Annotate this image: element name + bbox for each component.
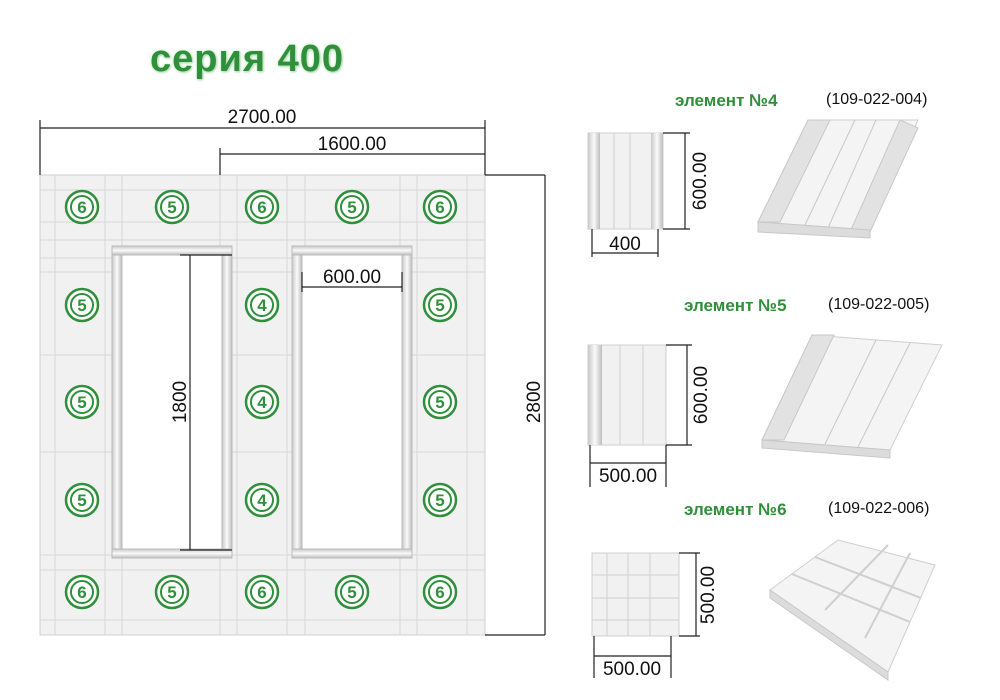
element-marker-label: 4 — [257, 491, 267, 510]
element-marker: 5 — [422, 482, 458, 518]
dim-opening-height — [180, 254, 232, 551]
opening-left — [111, 245, 233, 559]
element-4-width: 400 — [609, 234, 641, 255]
element-marker: 5 — [64, 384, 100, 420]
dim-inner-width-label: 1600.00 — [318, 134, 387, 155]
dim-opening-width — [301, 272, 403, 292]
element-marker-label: 5 — [347, 198, 356, 217]
element-6-plan — [591, 552, 680, 637]
element-5-width: 500.00 — [599, 466, 657, 487]
element-marker-label: 6 — [77, 198, 86, 217]
element-marker-label: 6 — [257, 583, 266, 602]
element-5-code: (109-022-005) — [828, 296, 930, 313]
dim-total-height-label: 2800 — [524, 381, 545, 423]
element-marker-label: 5 — [435, 393, 444, 412]
element-marker: 4 — [244, 384, 280, 420]
plan-markers: 6 5 6 5 6 5 4 5 5 4 5 5 4 5 6 5 6 5 6 — [64, 189, 458, 610]
dim-inner-width — [219, 148, 485, 175]
element-marker: 5 — [64, 482, 100, 518]
element-marker-label: 5 — [347, 583, 356, 602]
element-marker-label: 4 — [257, 393, 267, 412]
element-marker: 5 — [154, 574, 190, 610]
dim-opening-width-label: 600.00 — [323, 267, 381, 288]
element-marker-label: 5 — [77, 393, 86, 412]
element-marker: 5 — [64, 287, 100, 323]
element-marker: 6 — [422, 574, 458, 610]
element-6-height: 500.00 — [698, 566, 719, 624]
element-marker-label: 5 — [77, 296, 86, 315]
dim-opening-height-label: 1800 — [170, 381, 191, 423]
element-marker: 5 — [334, 189, 370, 225]
element-marker: 6 — [244, 189, 280, 225]
element-marker-label: 5 — [77, 491, 86, 510]
element-marker: 5 — [422, 287, 458, 323]
element-5-title: элемент №5 — [684, 296, 787, 315]
element-marker-label: 5 — [167, 198, 176, 217]
element-marker-label: 6 — [77, 583, 86, 602]
element-marker: 6 — [244, 574, 280, 610]
element-marker-label: 5 — [167, 583, 176, 602]
element-marker: 6 — [64, 189, 100, 225]
element-6-dims — [593, 552, 700, 678]
opening-right — [291, 245, 413, 559]
element-4-3d — [757, 119, 919, 239]
element-4-height: 600.00 — [690, 152, 711, 210]
element-4-code: (109-022-004) — [826, 91, 928, 108]
dim-total-width — [39, 120, 486, 175]
element-marker-label: 6 — [435, 198, 444, 217]
element-marker: 5 — [154, 189, 190, 225]
element-5-dims — [589, 344, 692, 487]
element-marker-label: 5 — [435, 296, 444, 315]
element-5-height: 600.00 — [691, 366, 712, 424]
element-marker: 4 — [244, 287, 280, 323]
element-6-width: 500.00 — [603, 659, 661, 680]
element-6-3d — [769, 539, 936, 681]
element-4-dims — [591, 132, 690, 257]
element-marker: 4 — [244, 482, 280, 518]
element-6-title: элемент №6 — [684, 500, 787, 519]
element-marker-label: 4 — [257, 296, 267, 315]
page-title: серия 400 — [150, 38, 344, 80]
element-marker: 6 — [422, 189, 458, 225]
dim-total-width-label: 2700.00 — [228, 107, 297, 128]
element-4-title: элемент №4 — [675, 91, 778, 110]
element-marker: 5 — [334, 574, 370, 610]
element-marker: 5 — [422, 384, 458, 420]
element-marker-label: 6 — [435, 583, 444, 602]
element-marker-label: 6 — [257, 198, 266, 217]
element-5-3d — [761, 334, 943, 459]
element-marker-label: 5 — [435, 491, 444, 510]
dim-total-height — [485, 174, 546, 636]
element-5-plan — [587, 344, 667, 446]
element-marker: 6 — [64, 574, 100, 610]
element-6-code: (109-022-006) — [828, 500, 930, 517]
element-4-plan — [587, 132, 664, 230]
